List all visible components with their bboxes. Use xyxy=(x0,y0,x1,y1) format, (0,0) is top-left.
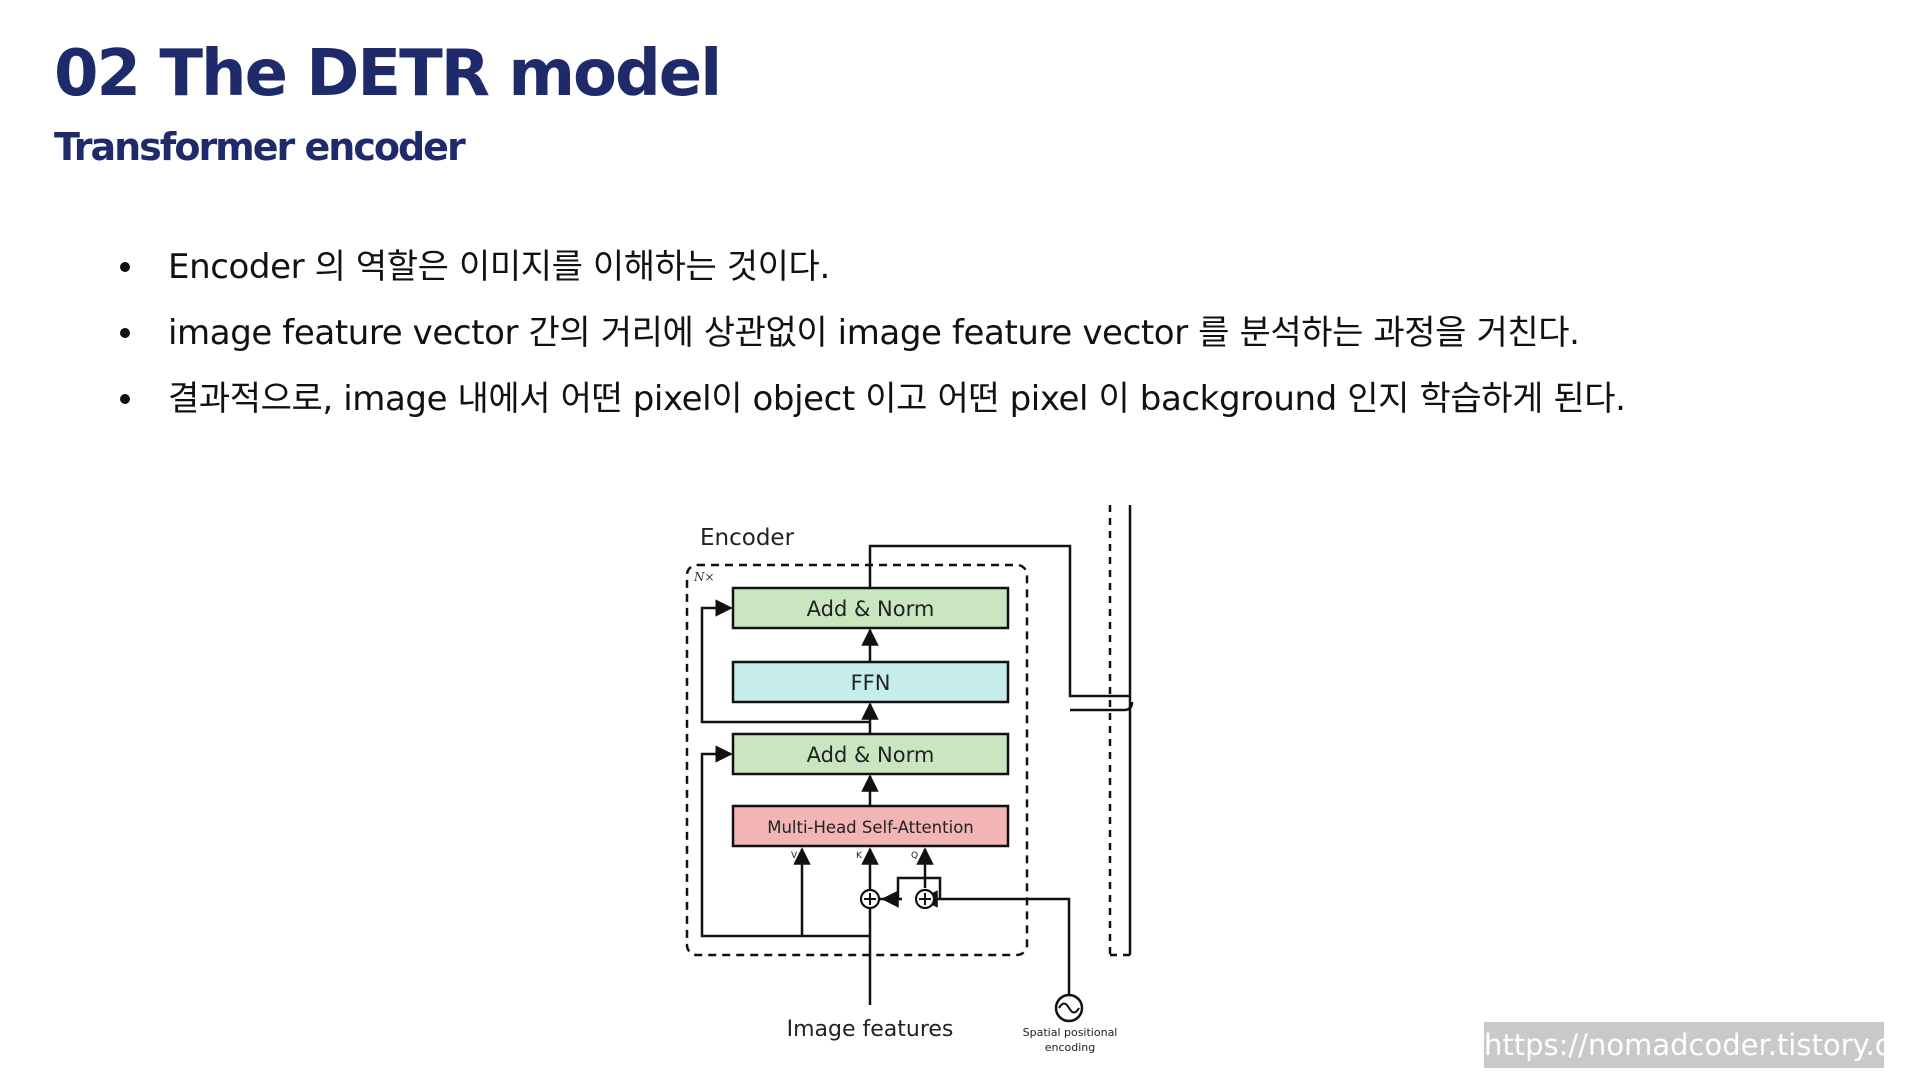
bullet-text: image feature vector 간의 거리에 상관없이 image f… xyxy=(168,313,1580,353)
source-watermark: https://nomadcoder.tistory.com xyxy=(1484,1022,1920,1068)
bullet-text: Encoder 의 역할은 이미지를 이해하는 것이다. xyxy=(168,247,830,287)
pos-to-q-line xyxy=(920,890,1071,995)
add-norm-top-block xyxy=(731,586,1010,630)
bullet-item: image feature vector 간의 거리에 상관없이 image f… xyxy=(120,308,1626,374)
ffn-label: FFN xyxy=(851,671,891,695)
repeat-label: N× xyxy=(693,570,715,584)
pos-label-line2: encoding xyxy=(1045,1041,1096,1054)
slide-title: 02 The DETR model xyxy=(54,37,722,111)
memory-branch-line xyxy=(1070,701,1134,712)
q-label: Q xyxy=(911,851,918,861)
bullet-list: Encoder 의 역할은 이미지를 이해하는 것이다. image featu… xyxy=(120,242,1626,440)
bullet-dot-icon xyxy=(120,328,130,338)
encoder-label: Encoder xyxy=(700,525,795,551)
encoder-diagram-svg: Encoder N× Add & Norm FFN Add & Norm Mul… xyxy=(685,505,1134,1054)
sine-wave-icon xyxy=(1058,1002,1080,1014)
pos-label-line1: Spatial positional xyxy=(1023,1026,1118,1039)
encoder-dashed-box xyxy=(685,563,1029,957)
bullet-dot-icon xyxy=(120,262,130,272)
bullet-item: Encoder 의 역할은 이미지를 이해하는 것이다. xyxy=(120,242,1626,308)
q-loop-line xyxy=(896,876,942,899)
encoder-diagram: Encoder N× Add & Norm FFN Add & Norm Mul… xyxy=(680,500,1140,1064)
add-norm-top-label: Add & Norm xyxy=(807,597,935,621)
attention-block xyxy=(731,804,1010,848)
bullet-dot-icon xyxy=(120,394,130,404)
residual-ffn-line xyxy=(700,599,870,724)
add-norm-bottom-label: Add & Norm xyxy=(807,743,935,767)
v-label: V xyxy=(791,851,798,861)
ffn-block xyxy=(731,660,1010,704)
k-label: K xyxy=(856,851,863,861)
encoder-output-line xyxy=(868,544,1130,698)
bullet-item: 결과적으로, image 내에서 어떤 pixel이 object 이고 어떤 … xyxy=(120,374,1626,440)
bullet-text: 결과적으로, image 내에서 어떤 pixel이 object 이고 어떤 … xyxy=(168,379,1626,419)
slide-subtitle: Transformer encoder xyxy=(54,125,466,169)
add-norm-bottom-block xyxy=(731,732,1010,776)
residual-attention-line xyxy=(700,745,870,938)
attention-label: Multi-Head Self-Attention xyxy=(767,818,974,837)
image-features-label: Image features xyxy=(787,1017,954,1042)
